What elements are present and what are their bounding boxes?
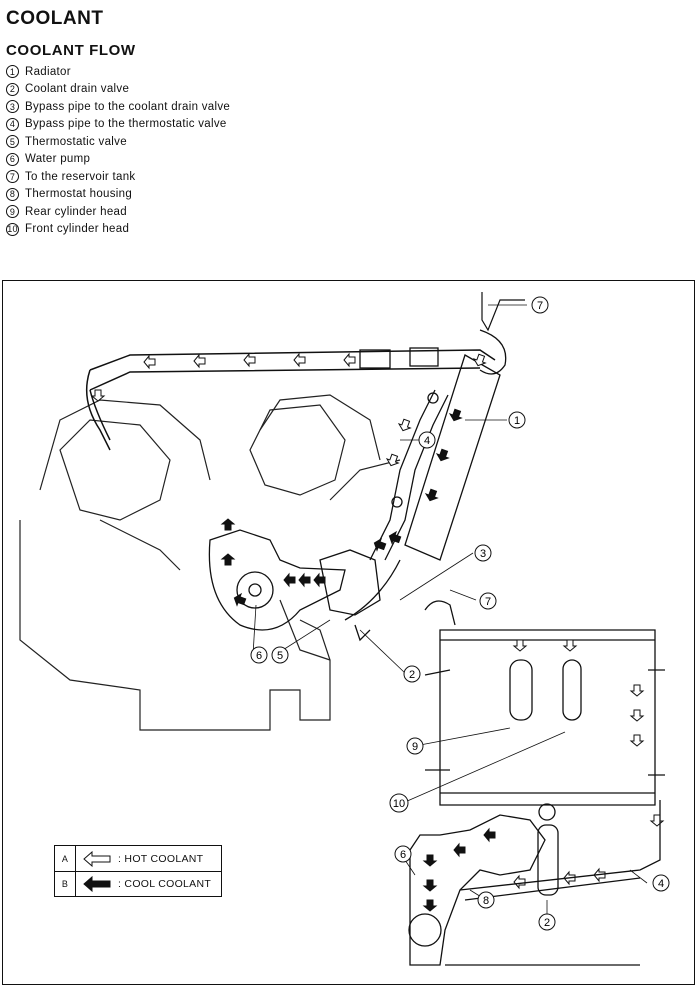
number-badge: 7	[6, 170, 19, 184]
callout-4: 4	[418, 431, 436, 449]
svg-text:9: 9	[412, 741, 418, 753]
top-hose	[85, 349, 496, 451]
number-badge: 1	[6, 65, 19, 79]
number-badge: 6	[6, 152, 19, 166]
svg-text:2: 2	[544, 917, 550, 929]
number-badge: 2	[6, 82, 19, 96]
legend-label: Thermostatic valve	[25, 135, 127, 148]
callout-3: 3	[474, 544, 492, 562]
legend-label: Radiator	[25, 65, 71, 78]
key-label: : COOL COOLANT	[118, 877, 212, 890]
svg-text:4: 4	[658, 878, 664, 890]
legend-label: To the reservoir tank	[25, 170, 136, 183]
svg-text:3: 3	[480, 548, 486, 560]
svg-text:1: 1	[514, 415, 520, 427]
lower-pump-housing	[408, 800, 661, 966]
legend-label: Bypass pipe to the coolant drain valve	[25, 100, 231, 113]
leader-lines	[252, 304, 648, 920]
callout-1: 1	[508, 411, 526, 429]
legend-item: 1 Radiator	[6, 63, 230, 81]
bypass-pipe-3	[344, 559, 401, 621]
legend-item: 9 Rear cylinder head	[6, 203, 230, 221]
radiator-arrows	[384, 352, 488, 504]
section-title: COOLANT FLOW	[6, 42, 136, 59]
callout-7: 7	[531, 296, 549, 314]
callouts: 7 1 4 3 7 6 5 2 9 10 6 4 8 2	[250, 296, 670, 931]
callout-8: 8	[477, 891, 495, 909]
svg-text:7: 7	[485, 596, 491, 608]
bypass-pipe-4-edge	[384, 394, 449, 561]
hot-arrow-icon	[83, 850, 111, 867]
legend-label: Coolant drain valve	[25, 83, 130, 96]
svg-text:10: 10	[393, 798, 405, 810]
callout-6: 6	[394, 845, 412, 863]
water-pump	[208, 529, 346, 631]
legend-item: 6 Water pump	[6, 151, 230, 169]
legend-item: 2 Coolant drain valve	[6, 81, 230, 99]
callout-2: 2	[538, 913, 556, 931]
callout-4: 4	[652, 874, 670, 892]
key-row-hot: A : HOT COOLANT	[55, 846, 221, 872]
number-badge: 3	[6, 100, 19, 114]
cool-arrow-icon	[83, 875, 111, 892]
svg-text:5: 5	[277, 650, 283, 662]
diagram-frame	[2, 280, 695, 985]
number-badge: 9	[6, 205, 19, 219]
callout-6: 6	[250, 646, 268, 664]
number-badge: 4	[6, 117, 19, 131]
legend-label: Water pump	[25, 153, 91, 166]
bypass-pipe-4	[369, 389, 436, 561]
svg-text:6: 6	[256, 650, 262, 662]
legend-item: 10 Front cylinder head	[6, 221, 230, 239]
callout-7: 7	[479, 592, 497, 610]
callout-5: 5	[271, 646, 289, 664]
lower-radiator	[424, 600, 665, 806]
legend-label: Thermostat housing	[25, 188, 133, 201]
key-label: : HOT COOLANT	[118, 852, 204, 865]
flow-key: A : HOT COOLANT B : COOL COOLANT	[54, 845, 222, 897]
page-title: COOLANT	[6, 8, 104, 29]
lower-radiator-arrows	[513, 639, 664, 889]
key-letter: B	[55, 871, 76, 896]
legend-item: 8 Thermostat housing	[6, 186, 230, 204]
callout-9: 9	[406, 737, 424, 755]
radiator-top	[359, 329, 507, 561]
number-badge: 8	[6, 187, 19, 201]
engine-block	[19, 394, 401, 731]
reservoir-tube	[481, 292, 525, 332]
thermostatic-valve	[319, 549, 381, 642]
svg-text:6: 6	[400, 849, 406, 861]
svg-text:8: 8	[483, 895, 489, 907]
callout-10: 10	[389, 793, 409, 813]
svg-text:2: 2	[409, 669, 415, 681]
key-letter: A	[55, 846, 76, 871]
legend-label: Front cylinder head	[25, 223, 130, 236]
legend-item: 3 Bypass pipe to the coolant drain valve	[6, 98, 230, 116]
svg-text:4: 4	[424, 435, 430, 447]
number-badge: 10	[6, 222, 19, 236]
number-badge: 5	[6, 135, 19, 149]
callout-2: 2	[403, 665, 421, 683]
top-hose-arrows	[91, 353, 356, 402]
legend-item: 4 Bypass pipe to the thermostatic valve	[6, 116, 230, 134]
legend-label: Bypass pipe to the thermostatic valve	[25, 118, 227, 131]
legend-item: 7 To the reservoir tank	[6, 168, 230, 186]
legend-label: Rear cylinder head	[25, 205, 127, 218]
key-row-cool: B : COOL COOLANT	[55, 871, 221, 896]
svg-text:7: 7	[537, 300, 543, 312]
legend-item: 5 Thermostatic valve	[6, 133, 230, 151]
